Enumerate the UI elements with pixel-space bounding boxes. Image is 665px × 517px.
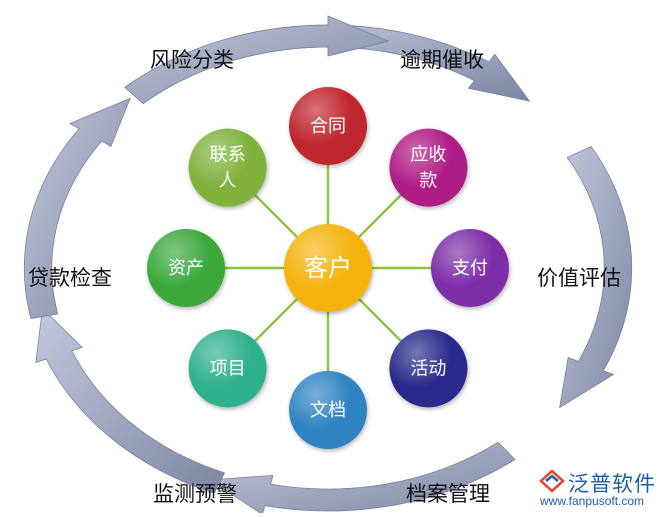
node-1: 应收款 <box>389 128 468 207</box>
node-label: 支付 <box>452 258 488 279</box>
node-label: 文档 <box>310 400 346 421</box>
cycle-label-value-assessment: 价值评估 <box>537 266 621 290</box>
cycle-label-archive-management: 档案管理 <box>406 482 490 506</box>
node-label: 合同 <box>310 116 346 137</box>
node-4: 文档 <box>289 371 367 449</box>
cycle-arrow <box>559 145 633 409</box>
fanpu-logo: 泛普软件 www.fanpusoft.com <box>538 468 665 513</box>
node-shine <box>431 229 509 307</box>
node-label: 资产 <box>168 258 204 279</box>
node-shine <box>188 128 267 207</box>
cycle-arrow <box>23 97 131 319</box>
node-shine <box>188 329 267 408</box>
cycle-arrow <box>35 307 226 494</box>
node-7: 联系人 <box>188 128 267 207</box>
node-shine <box>289 87 367 165</box>
cycle-arrow <box>124 15 390 105</box>
node-shine <box>147 229 225 307</box>
center-shine <box>284 224 372 312</box>
node-label: 项目 <box>210 358 246 379</box>
node-label: 人 <box>219 171 237 192</box>
node-shine <box>389 128 468 207</box>
node-5: 项目 <box>188 329 267 408</box>
node-0: 合同 <box>289 87 367 165</box>
cycle-label-overdue-collection: 逾期催收 <box>400 48 484 72</box>
cycle-label-loan-inspection: 贷款检查 <box>28 266 112 290</box>
node-2: 支付 <box>431 229 509 307</box>
node-label: 应收 <box>410 145 446 166</box>
node-label: 款 <box>419 171 437 192</box>
node-shine <box>389 329 468 408</box>
center-node: 客户 <box>284 224 372 312</box>
node-label: 活动 <box>410 358 446 379</box>
fanpu-logo-icon <box>539 469 565 493</box>
cycle-label-risk-classification: 风险分类 <box>150 48 234 72</box>
logo-url: www.fanpusoft.com <box>540 494 645 508</box>
node-6: 资产 <box>147 229 225 307</box>
cycle-label-monitoring-warning: 监测预警 <box>153 482 237 506</box>
cycle-arrow <box>208 441 516 516</box>
logo-name: 泛普软件 <box>568 472 656 496</box>
node-label: 联系 <box>210 145 246 166</box>
node-shine <box>289 371 367 449</box>
node-3: 活动 <box>389 329 468 408</box>
center-label: 客户 <box>304 254 352 282</box>
